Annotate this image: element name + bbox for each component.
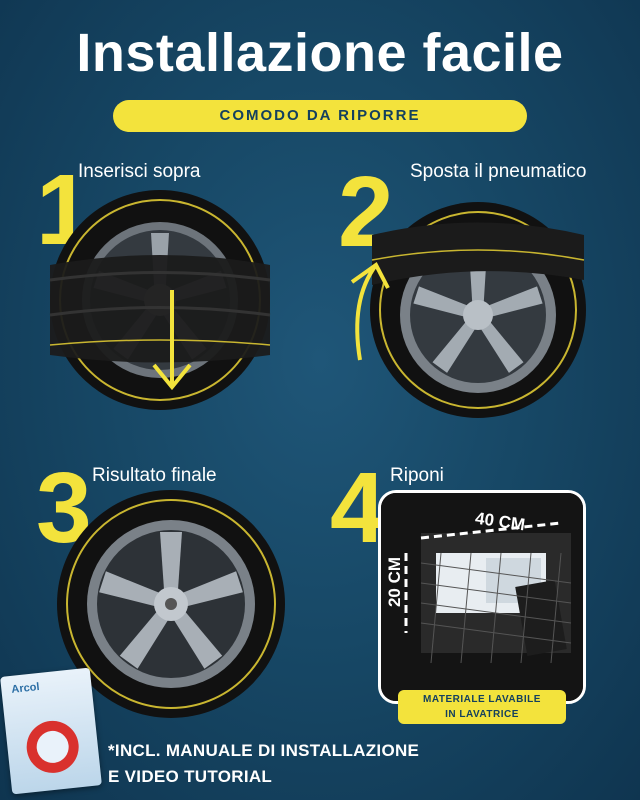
- washable-line-1: MATERIALE LAVABILE: [423, 694, 541, 705]
- footer-line-2: E VIDEO TUTORIAL: [108, 767, 273, 786]
- step-1-label: Inserisci sopra: [78, 161, 201, 182]
- step-3-label: Risultato finale: [92, 465, 217, 486]
- tire-sock-moving-icon: [350, 202, 586, 418]
- step-2-label: Sposta il pneumatico: [410, 161, 587, 182]
- tire-final-result-icon: [57, 490, 285, 718]
- washable-material-badge: MATERIALE LAVABILE IN LAVATRICE: [398, 690, 566, 724]
- footer-note: *INCL. MANUALE DI INSTALLAZIONE E VIDEO …: [108, 738, 419, 790]
- subtitle-badge: COMODO DA RIPORRE: [113, 100, 527, 132]
- package-brand: Arcol: [10, 680, 41, 696]
- step-4-number: 4: [330, 452, 386, 564]
- tire-with-sock-icon: [49, 190, 271, 410]
- product-package-image: Arcol: [0, 667, 102, 795]
- storage-bag-photo: [378, 490, 586, 704]
- step-4-label: Riponi: [390, 465, 444, 486]
- page-title: Installazione facile: [76, 23, 564, 83]
- height-dimension: 20 CM: [385, 556, 405, 608]
- washable-line-2: IN LAVATRICE: [445, 709, 519, 720]
- footer-line-1: *INCL. MANUALE DI INSTALLAZIONE: [108, 741, 420, 760]
